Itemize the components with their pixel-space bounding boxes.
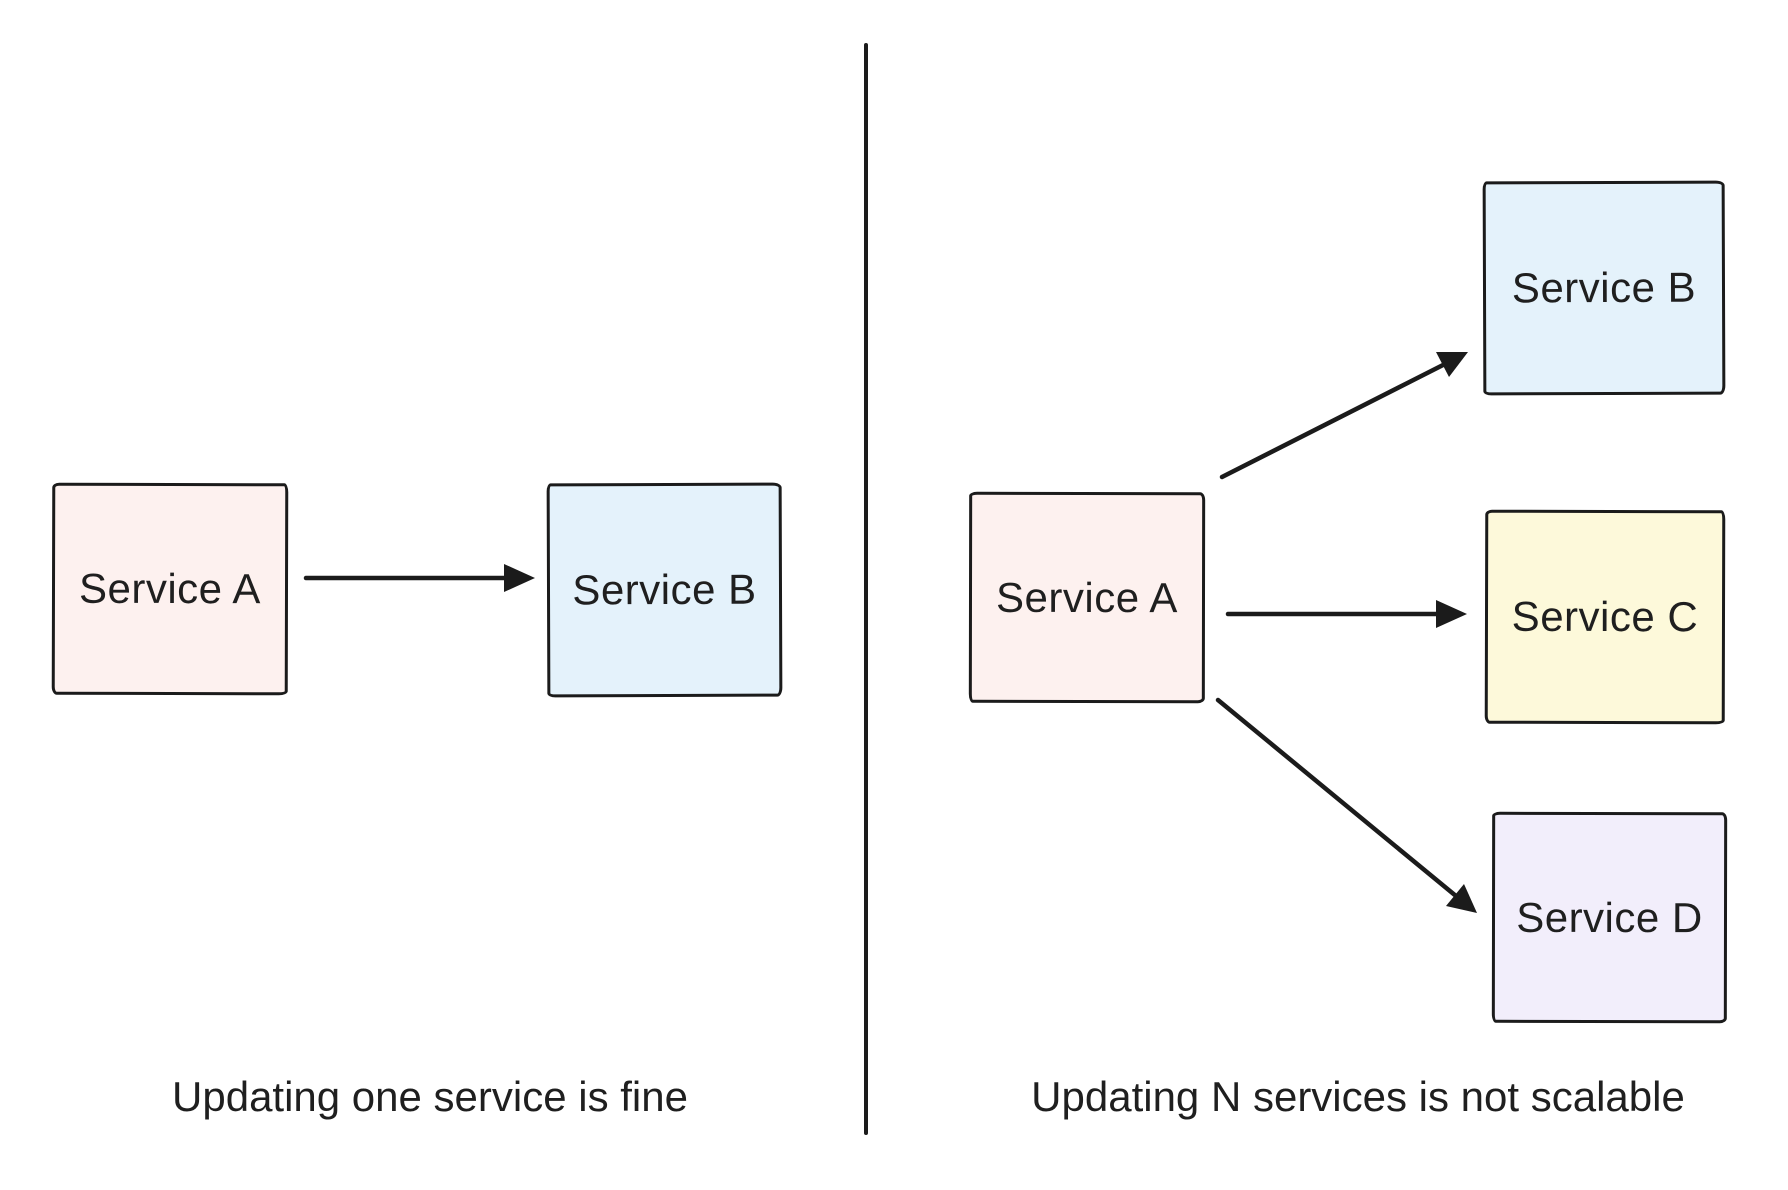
arrowhead-icon [504,564,535,592]
panel-divider-line [864,43,868,1135]
arrow-a-to-c-right [1225,600,1467,628]
arrowhead-icon [1436,600,1467,628]
caption-left: Updating one service is fine [172,1073,688,1120]
arrow-a-to-d-right [1215,697,1477,913]
arrow-a-to-b-left [303,564,535,592]
caption-right: Updating N services is not scalable [1031,1073,1685,1120]
arrow-a-to-b-right [1219,352,1468,480]
arrow-shaft [1219,361,1448,480]
arrowhead-icon [1446,884,1477,913]
arrow-shaft [1215,697,1459,899]
arrowhead-icon [1436,352,1468,377]
